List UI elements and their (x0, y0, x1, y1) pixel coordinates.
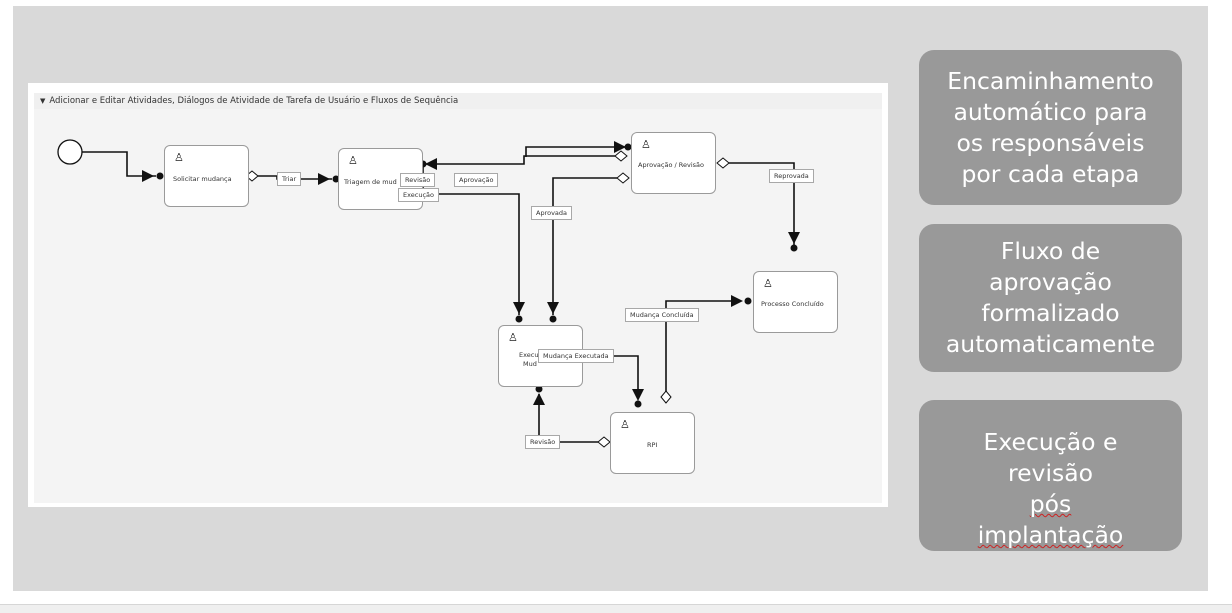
task-solicitar-mudanca[interactable]: ♙ Solicitar mudança (164, 145, 249, 207)
task-label-line1: Execu (519, 351, 539, 359)
flow-label-reprovada[interactable]: Reprovada (769, 169, 814, 183)
task-label: Aprovação / Revisão (638, 161, 704, 169)
flow-label-mudanca-concluida[interactable]: Mudança Concluída (625, 308, 699, 322)
user-icon: ♙ (174, 152, 184, 164)
callout-line-spellcheck: implantação (977, 521, 1124, 549)
callout-line: formalizado (981, 299, 1120, 327)
task-label: RPI (647, 441, 658, 449)
callout-line: aprovação (989, 268, 1112, 296)
task-label-line2: Mud (523, 360, 537, 368)
callout-line: revisão pós (978, 458, 1123, 520)
task-processo-concluido[interactable]: ♙ Processo Concluído (753, 271, 838, 333)
callout-line: Encaminhamento (947, 67, 1154, 95)
callout-word-spellcheck: pós (1029, 490, 1072, 518)
task-rpi[interactable]: ♙ RPI (610, 412, 695, 474)
task-aprovacao-revisao[interactable]: ♙ Aprovação / Revisão (631, 132, 716, 194)
panel-header[interactable]: ▼Adicionar e Editar Atividades, Diálogos… (34, 93, 882, 109)
flow-label-revisao[interactable]: Revisão (400, 173, 436, 187)
collapse-triangle-icon[interactable]: ▼ (40, 97, 46, 105)
callout-line: Execução e (983, 428, 1118, 456)
flow-label-aprovacao[interactable]: Aprovação (454, 173, 499, 187)
callout-fluxo-aprovacao: Fluxo de aprovação formalizado automatic… (919, 224, 1182, 372)
user-icon: ♙ (641, 139, 651, 151)
user-icon: ♙ (508, 332, 518, 344)
slide-bottom-border (0, 604, 1232, 613)
callout-line: por cada etapa (961, 160, 1140, 188)
workflow-editor-panel: ▼Adicionar e Editar Atividades, Diálogos… (28, 83, 888, 507)
panel-header-title: Adicionar e Editar Atividades, Diálogos … (49, 96, 459, 106)
callout-execucao-revisao: Execução e revisão pós implantação (919, 400, 1182, 551)
task-label: Processo Concluído (761, 300, 824, 308)
flow-label-aprovada[interactable]: Aprovada (531, 206, 573, 220)
flow-label-triar[interactable]: Triar (277, 172, 302, 186)
callout-line: Fluxo de (1000, 237, 1101, 265)
callout-line: os responsáveis (956, 129, 1145, 157)
callout-word: revisão (1007, 459, 1094, 487)
callout-encaminhamento: Encaminhamento automático para os respon… (919, 50, 1182, 205)
user-icon: ♙ (348, 155, 358, 167)
flow-label-revisao-rpi[interactable]: Revisão (525, 435, 561, 449)
diagram-canvas: ♙ Solicitar mudança ♙ Triagem de mud ♙ A… (34, 109, 882, 503)
callout-line: automático para (953, 98, 1148, 126)
task-label: Triagem de mud (344, 178, 397, 186)
flow-label-mudanca-executada[interactable]: Mudança Executada (538, 349, 614, 363)
user-icon: ♙ (620, 419, 630, 431)
callout-line: automaticamente (945, 330, 1156, 358)
task-label: Solicitar mudança (173, 175, 232, 183)
flow-label-execucao[interactable]: Execução (398, 188, 439, 202)
user-icon: ♙ (763, 278, 773, 290)
